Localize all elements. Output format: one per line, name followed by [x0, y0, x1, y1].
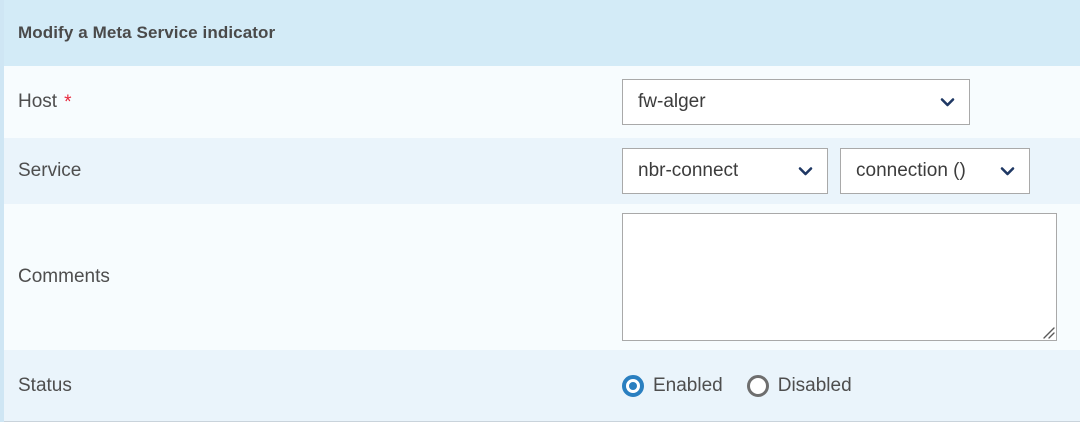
status-option-disabled-label: Disabled: [777, 374, 852, 396]
host-select[interactable]: fw-alger: [622, 79, 970, 125]
chevron-down-icon: [999, 163, 1016, 180]
host-label-text: Host: [18, 91, 58, 112]
status-option-disabled[interactable]: Disabled: [746, 374, 852, 397]
comments-textarea-wrapper: [622, 213, 1057, 341]
service-detail-select-value: connection (): [856, 160, 966, 181]
chevron-down-icon: [939, 94, 956, 111]
status-option-enabled[interactable]: Enabled: [622, 374, 723, 397]
form-row-status: Status Enabled Disabled: [4, 350, 1080, 422]
form-row-comments: Comments: [4, 204, 1080, 350]
service-detail-select[interactable]: connection (): [840, 148, 1030, 194]
comments-field: [622, 213, 1080, 341]
radio-unselected-icon[interactable]: [746, 374, 769, 397]
service-label-text: Service: [18, 160, 82, 181]
page-title: Modify a Meta Service indicator: [18, 23, 276, 42]
panel-header: Modify a Meta Service indicator: [4, 0, 1080, 66]
status-field: Enabled Disabled: [622, 374, 1080, 397]
service-select-value: nbr-connect: [638, 160, 739, 181]
required-asterisk-icon: *: [64, 91, 72, 113]
status-option-enabled-label: Enabled: [653, 374, 723, 396]
host-select-value: fw-alger: [638, 91, 706, 112]
comments-textarea[interactable]: [622, 213, 1057, 341]
status-radio-group: Enabled Disabled: [622, 374, 876, 397]
status-label-text: Status: [18, 374, 72, 396]
service-field: nbr-connect connection (): [622, 148, 1080, 194]
comments-label: Comments: [18, 266, 622, 288]
chevron-down-icon: [797, 163, 814, 180]
host-field: fw-alger: [622, 79, 1080, 125]
radio-selected-icon[interactable]: [622, 374, 644, 397]
comments-label-text: Comments: [18, 266, 110, 287]
host-label: Host *: [18, 91, 622, 113]
service-label: Service: [18, 160, 622, 182]
form-row-host: Host * fw-alger: [4, 66, 1080, 138]
form-row-service: Service nbr-connect connection (): [4, 138, 1080, 204]
service-select[interactable]: nbr-connect: [622, 148, 828, 194]
status-label: Status: [18, 375, 622, 397]
